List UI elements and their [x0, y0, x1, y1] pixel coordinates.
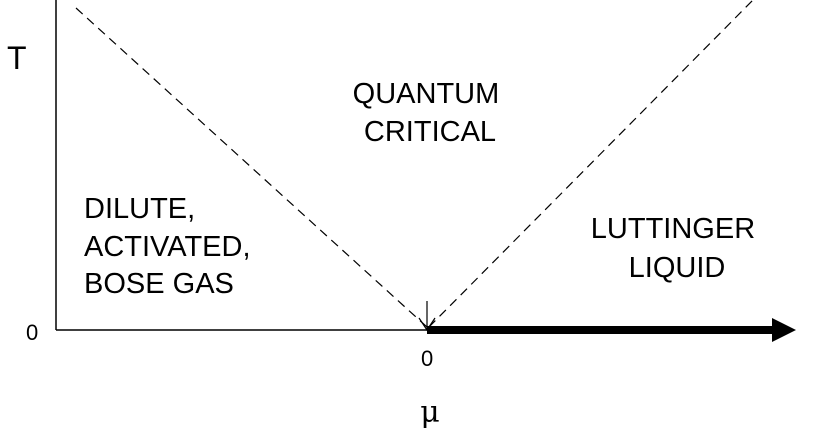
quantum-critical-line-1: QUANTUM — [353, 78, 500, 110]
quantum-critical-line-2: CRITICAL — [364, 116, 496, 148]
left-crossover-line — [75, 7, 428, 328]
luttinger-liquid-line-1: LUTTINGER — [591, 213, 755, 245]
y-origin-tick-label: 0 — [26, 320, 38, 345]
dilute-gas-line-1: DILUTE, — [84, 193, 195, 225]
luttinger-phase-arrowhead — [772, 318, 796, 342]
dilute-gas-label: DILUTE, ACTIVATED, BOSE GAS — [84, 193, 259, 300]
luttinger-liquid-label: LUTTINGER LIQUID — [591, 213, 763, 284]
y-axis-label: T — [7, 40, 27, 76]
x-origin-tick-label: 0 — [421, 346, 433, 371]
quantum-critical-label: QUANTUM CRITICAL — [353, 78, 508, 148]
x-axis-label: μ — [420, 395, 440, 430]
right-crossover-line — [428, 0, 754, 328]
luttinger-liquid-line-2: LIQUID — [629, 252, 726, 284]
dilute-gas-line-3: BOSE GAS — [84, 268, 234, 300]
dilute-gas-line-2: ACTIVATED, — [84, 231, 251, 263]
